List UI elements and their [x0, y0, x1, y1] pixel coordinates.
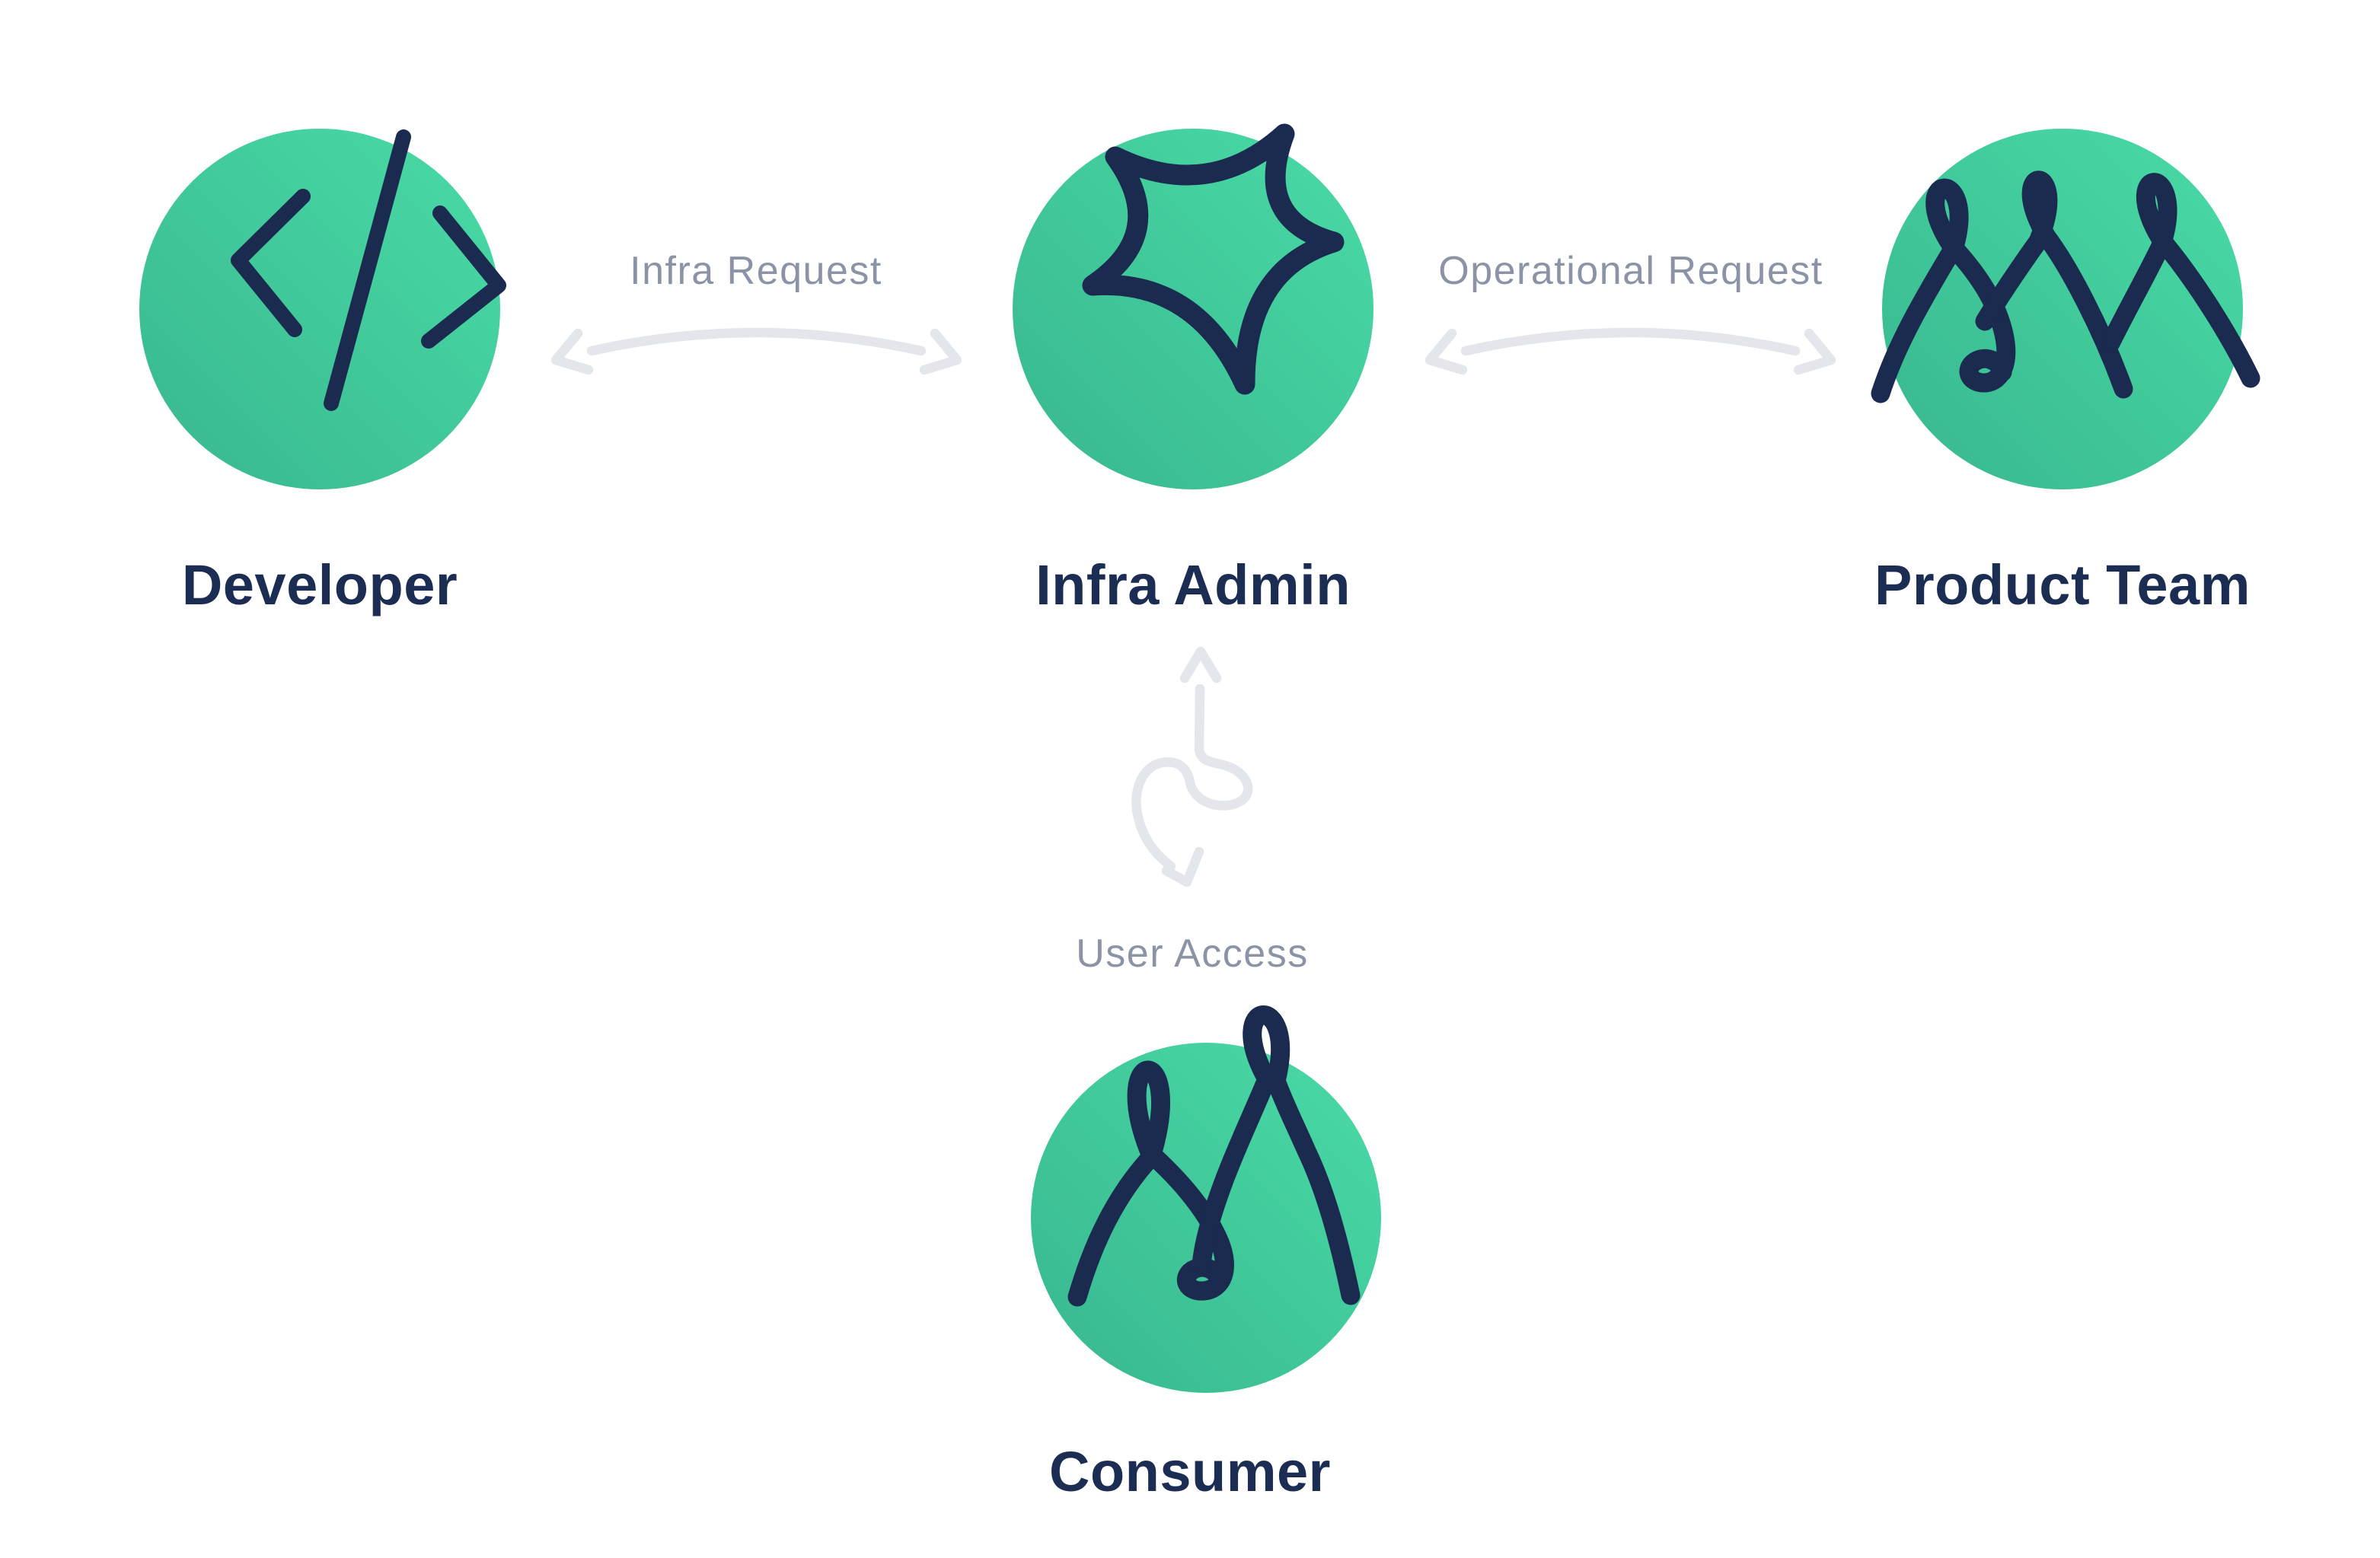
- node-consumer: [1031, 1005, 1381, 1393]
- edge-label-operational-request: Operational Request: [1438, 249, 1823, 293]
- node-label-product-team: Product Team: [1874, 553, 2251, 617]
- operational-request-arrow: [1424, 327, 1836, 375]
- operational-request-shaft: [1460, 327, 1801, 356]
- node-product-team: [1871, 129, 2260, 489]
- node-infra-admin: [1013, 123, 1373, 489]
- arrowhead-up-icon: [1179, 646, 1222, 683]
- team-loops-icon: [1871, 170, 2260, 403]
- arrowhead-right-icon: [919, 328, 962, 375]
- user-access-loop-shaft: [1131, 683, 1253, 871]
- arrowhead-left-icon: [1424, 328, 1468, 375]
- node-label-consumer: Consumer: [1049, 1440, 1331, 1503]
- node-label-infra-admin: Infra Admin: [1035, 553, 1351, 617]
- arrowhead-down-icon: [1161, 846, 1204, 887]
- developer-circle: [139, 129, 500, 489]
- arrowhead-right-icon: [1793, 328, 1836, 375]
- people-loops-icon: [1067, 1005, 1361, 1307]
- edge-label-user-access: User Access: [1076, 932, 1309, 976]
- user-access-arrow: [1131, 646, 1253, 887]
- code-icon: [231, 129, 506, 411]
- infra-request-arrow: [550, 327, 962, 375]
- edge-label-infra-request: Infra Request: [630, 249, 882, 293]
- infra-request-shaft: [586, 327, 927, 356]
- node-developer: [139, 129, 506, 489]
- spark-star-icon: [1082, 123, 1345, 395]
- arrowhead-left-icon: [550, 328, 594, 375]
- node-label-developer: Developer: [181, 553, 458, 617]
